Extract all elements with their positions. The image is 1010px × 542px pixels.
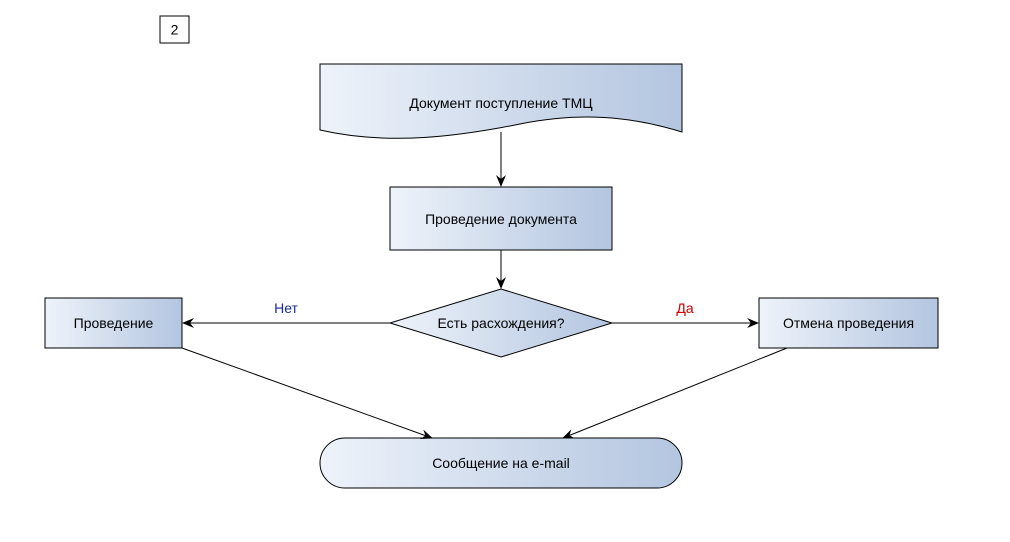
terminal-node[interactable]: Сообщение на e-mail bbox=[319, 437, 683, 489]
left-action-node-label: Проведение bbox=[74, 315, 154, 331]
decision-node[interactable]: Есть расхождения? bbox=[388, 288, 614, 358]
document-node[interactable]: Документ поступление ТМЦ bbox=[319, 63, 683, 139]
right-action-node-label: Отмена проведения bbox=[783, 315, 914, 331]
page-number: 2 bbox=[171, 22, 179, 38]
edge-left-to-terminal bbox=[181, 347, 433, 439]
page-number-box: 2 bbox=[159, 15, 190, 44]
edge-label-yes: Да bbox=[676, 300, 693, 316]
decision-node-label: Есть расхождения? bbox=[437, 315, 564, 331]
posting-node[interactable]: Проведение документа bbox=[389, 186, 613, 251]
terminal-node-label: Сообщение на e-mail bbox=[432, 455, 570, 471]
edge-right-to-terminal bbox=[562, 347, 788, 439]
left-action-node[interactable]: Проведение bbox=[44, 297, 183, 349]
posting-node-label: Проведение документа bbox=[425, 211, 577, 227]
document-node-label: Документ поступление ТМЦ bbox=[409, 95, 593, 111]
edge-label-no: Нет bbox=[274, 300, 298, 316]
right-action-node[interactable]: Отмена проведения bbox=[758, 297, 939, 349]
